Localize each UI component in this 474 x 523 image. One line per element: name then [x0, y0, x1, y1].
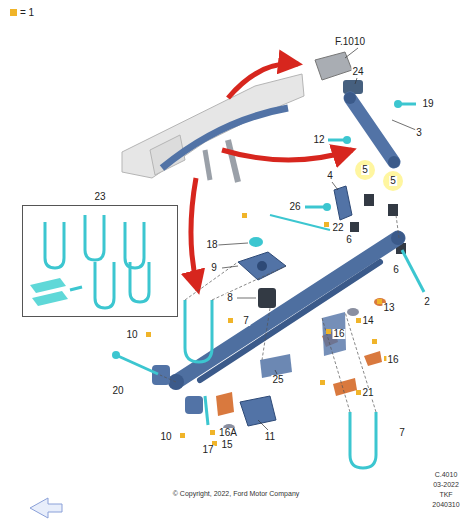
callout-number: 5: [389, 176, 397, 186]
document-note: 2040310: [431, 501, 460, 508]
callout-number: 11: [264, 432, 276, 442]
callout-number: 25: [271, 375, 284, 385]
callout-number: 7: [398, 428, 406, 438]
document-note: 03-2022: [432, 481, 460, 488]
callout-number: 18: [205, 240, 218, 250]
callout-number: 5: [361, 165, 369, 175]
hanger: [152, 365, 170, 385]
pad-16A: [216, 392, 234, 416]
callout-number: 20: [111, 386, 124, 396]
legend-text: = 1: [20, 7, 34, 18]
callout-number: 16: [332, 329, 345, 339]
callout-number: 23: [94, 191, 105, 202]
callout-number: 16A: [218, 428, 238, 438]
bump-stop: [258, 288, 276, 308]
legend-swatch: [10, 9, 17, 16]
callout-number: 21: [361, 388, 374, 398]
callout-number: 10: [125, 330, 138, 340]
callout-number: 22: [331, 223, 344, 233]
callout-number: 6: [392, 265, 400, 275]
spring-plate: [238, 252, 286, 280]
chassis-frame: [122, 74, 304, 178]
callout-number: 14: [361, 316, 374, 326]
callout-number: 2: [423, 297, 431, 307]
callout-number: 4: [326, 171, 334, 181]
mount-bracket: [343, 80, 363, 94]
document-note: C.4010: [434, 471, 459, 478]
red-arrow: [191, 178, 198, 290]
callout-number: 26: [288, 202, 301, 212]
u-bolt: [350, 412, 376, 468]
nav-arrow: [30, 498, 62, 518]
document-note: © Copyright, 2022, Ford Motor Company: [172, 490, 301, 497]
shock-absorber: [350, 98, 394, 162]
callout-number: 12: [312, 135, 325, 145]
leaf-spring: [176, 238, 398, 382]
callout-number: 3: [415, 128, 423, 138]
callout-number: 6: [345, 235, 353, 245]
u-bolt: [185, 300, 212, 362]
callout-number: F.1010: [334, 37, 366, 47]
callout-number: 24: [351, 67, 364, 77]
shackle: [334, 186, 352, 220]
callout-number: 16: [386, 355, 399, 365]
red-arrow: [228, 64, 298, 98]
callout-number: 8: [226, 293, 234, 303]
callout-number: 9: [210, 263, 218, 273]
callout-number: 10: [159, 432, 172, 442]
inset-box: 23: [22, 205, 178, 317]
red-arrow: [222, 150, 352, 160]
callout-number: 7: [242, 316, 250, 326]
callout-number: 15: [220, 440, 233, 450]
document-note: TKF: [438, 491, 453, 498]
callout-number: 19: [421, 99, 434, 109]
callout-number: 13: [382, 303, 395, 313]
clamp-plate: [240, 396, 276, 426]
callout-number: 17: [201, 445, 214, 455]
upper-mount: [315, 52, 352, 80]
